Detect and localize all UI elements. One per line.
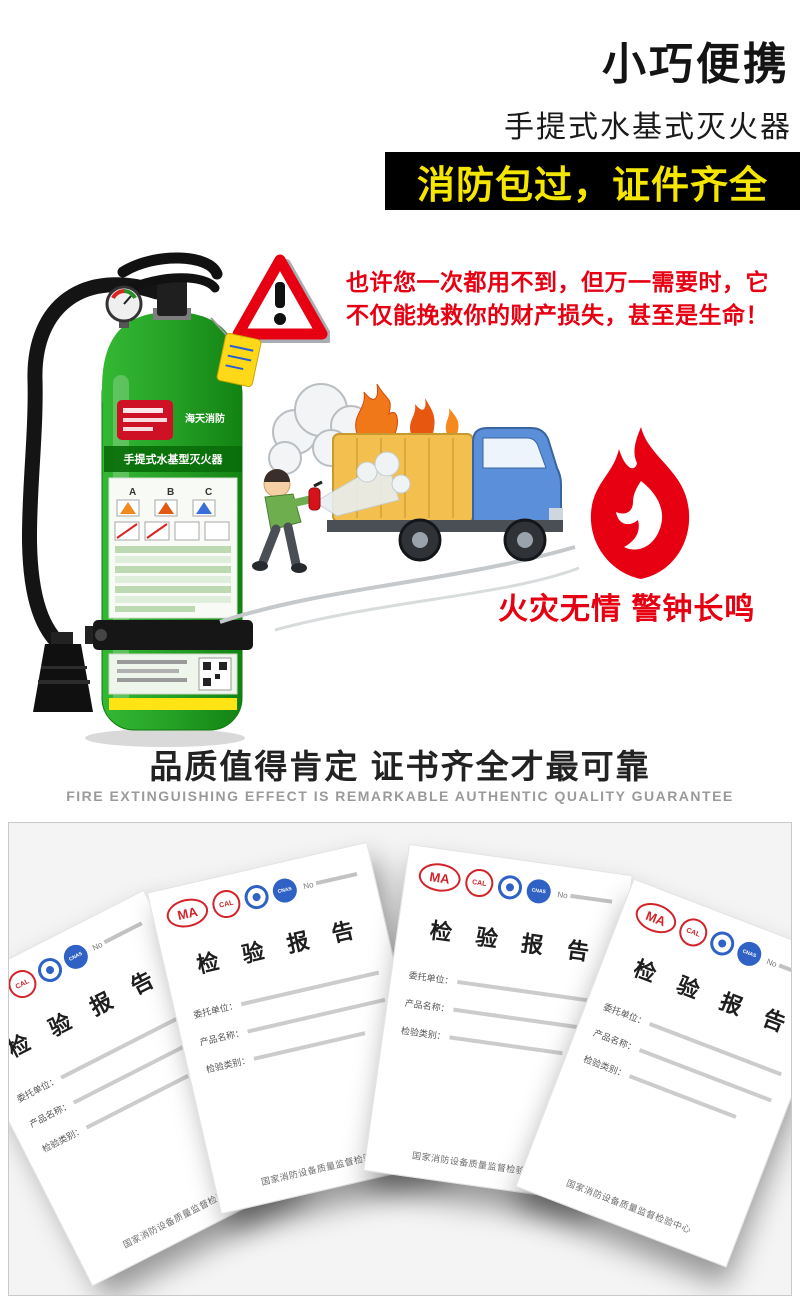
truck-flames-icon [355,383,459,435]
certificate-no-value [778,963,791,983]
brand-label: 海天消防 [117,400,225,440]
certificate-no: No [91,919,144,952]
cartoon-fire-scene [219,383,580,632]
warning-text-line2: 不仅能挽救你的财产损失，甚至是生命！ [346,302,769,329]
cnas-badge-icon: CNAS [270,876,300,905]
certificate-title: 检 验 报 告 [428,917,600,967]
cal-stamp-icon: CAL [9,965,42,1003]
pressure-gauge-icon [105,285,143,328]
certificate-no: No [302,869,358,891]
clamp-band [85,620,253,650]
cal-stamp-icon: CAL [209,887,244,921]
ma-stamp-icon: MA [163,894,212,932]
product-subtitle: 手提式水基式灭火器 [504,111,792,144]
spec-panel: A B C [108,477,238,619]
warning-triangle-icon [232,254,330,343]
carry-handle [117,252,223,280]
page-title: 小巧便携 [602,40,790,89]
person-illustration [252,469,323,573]
hose [21,277,165,654]
flame-icon [590,427,690,579]
cnas-badge-icon: CNAS [525,877,553,905]
quality-subtitle-en: FIRE EXTINGUISHING EFFECT IS REMARKABLE … [66,788,734,804]
cnas-badge-icon: CNAS [733,938,765,970]
brand-text: 海天消防 [185,412,225,425]
warning-text: 也许您一次都用不到，但万一需要时，它 不仅能挽救你的财产损失，甚至是生命！ [346,266,796,333]
cnas-badge-icon: CNAS [59,940,92,973]
nozzle [33,644,93,712]
certificate-footer: 国家消防设备质量监督检验中心 [564,1177,693,1236]
certificate-no: No [557,890,613,907]
cal-stamp-icon: CAL [463,867,496,899]
class-b-text: B [167,487,174,498]
class-c-text: C [205,487,212,498]
class-a-text: A [129,487,136,498]
fire-slogan: 火灾无情 警钟长鸣 [498,593,756,626]
certificate-no-value [315,871,358,886]
ma-stamp-icon: MA [416,860,463,895]
spray-mist [314,451,411,517]
certificate-no-value [103,921,143,944]
cal-stamp-icon: CAL [675,914,712,951]
quality-title: 品质值得肯定 证书齐全才最可靠 [149,748,651,785]
tag-icon [210,317,262,387]
promo-banner-text: 消防包过，证件齐全 [416,164,768,207]
promo-banner: 消防包过，证件齐全 [385,152,800,210]
truck-illustration [327,427,563,562]
cma-badge-icon [242,882,271,912]
ma-stamp-icon: MA [631,897,681,939]
certificate-stamps: MA CAL CNAS No [416,860,617,916]
lower-label [108,653,238,695]
model-text: 手提式水基型灭火器 [124,452,224,466]
certificate-no: No [765,957,791,985]
cma-badge-icon [706,928,738,960]
fire-extinguisher-illustration: 海天消防 手提式水基型灭火器 A B C [21,252,262,747]
smoke-cloud [268,383,372,475]
lever [122,273,220,295]
cma-badge-icon [33,953,67,987]
certificate-no-value [570,893,613,904]
certificates-panel: MA CAL CNAS No 检 验 报 告 委托单位： 产品名称： 检验类别：… [8,822,792,1296]
cma-badge-icon [496,873,524,901]
warning-text-line1: 也许您一次都用不到，但万一需要时，它 [346,269,769,295]
